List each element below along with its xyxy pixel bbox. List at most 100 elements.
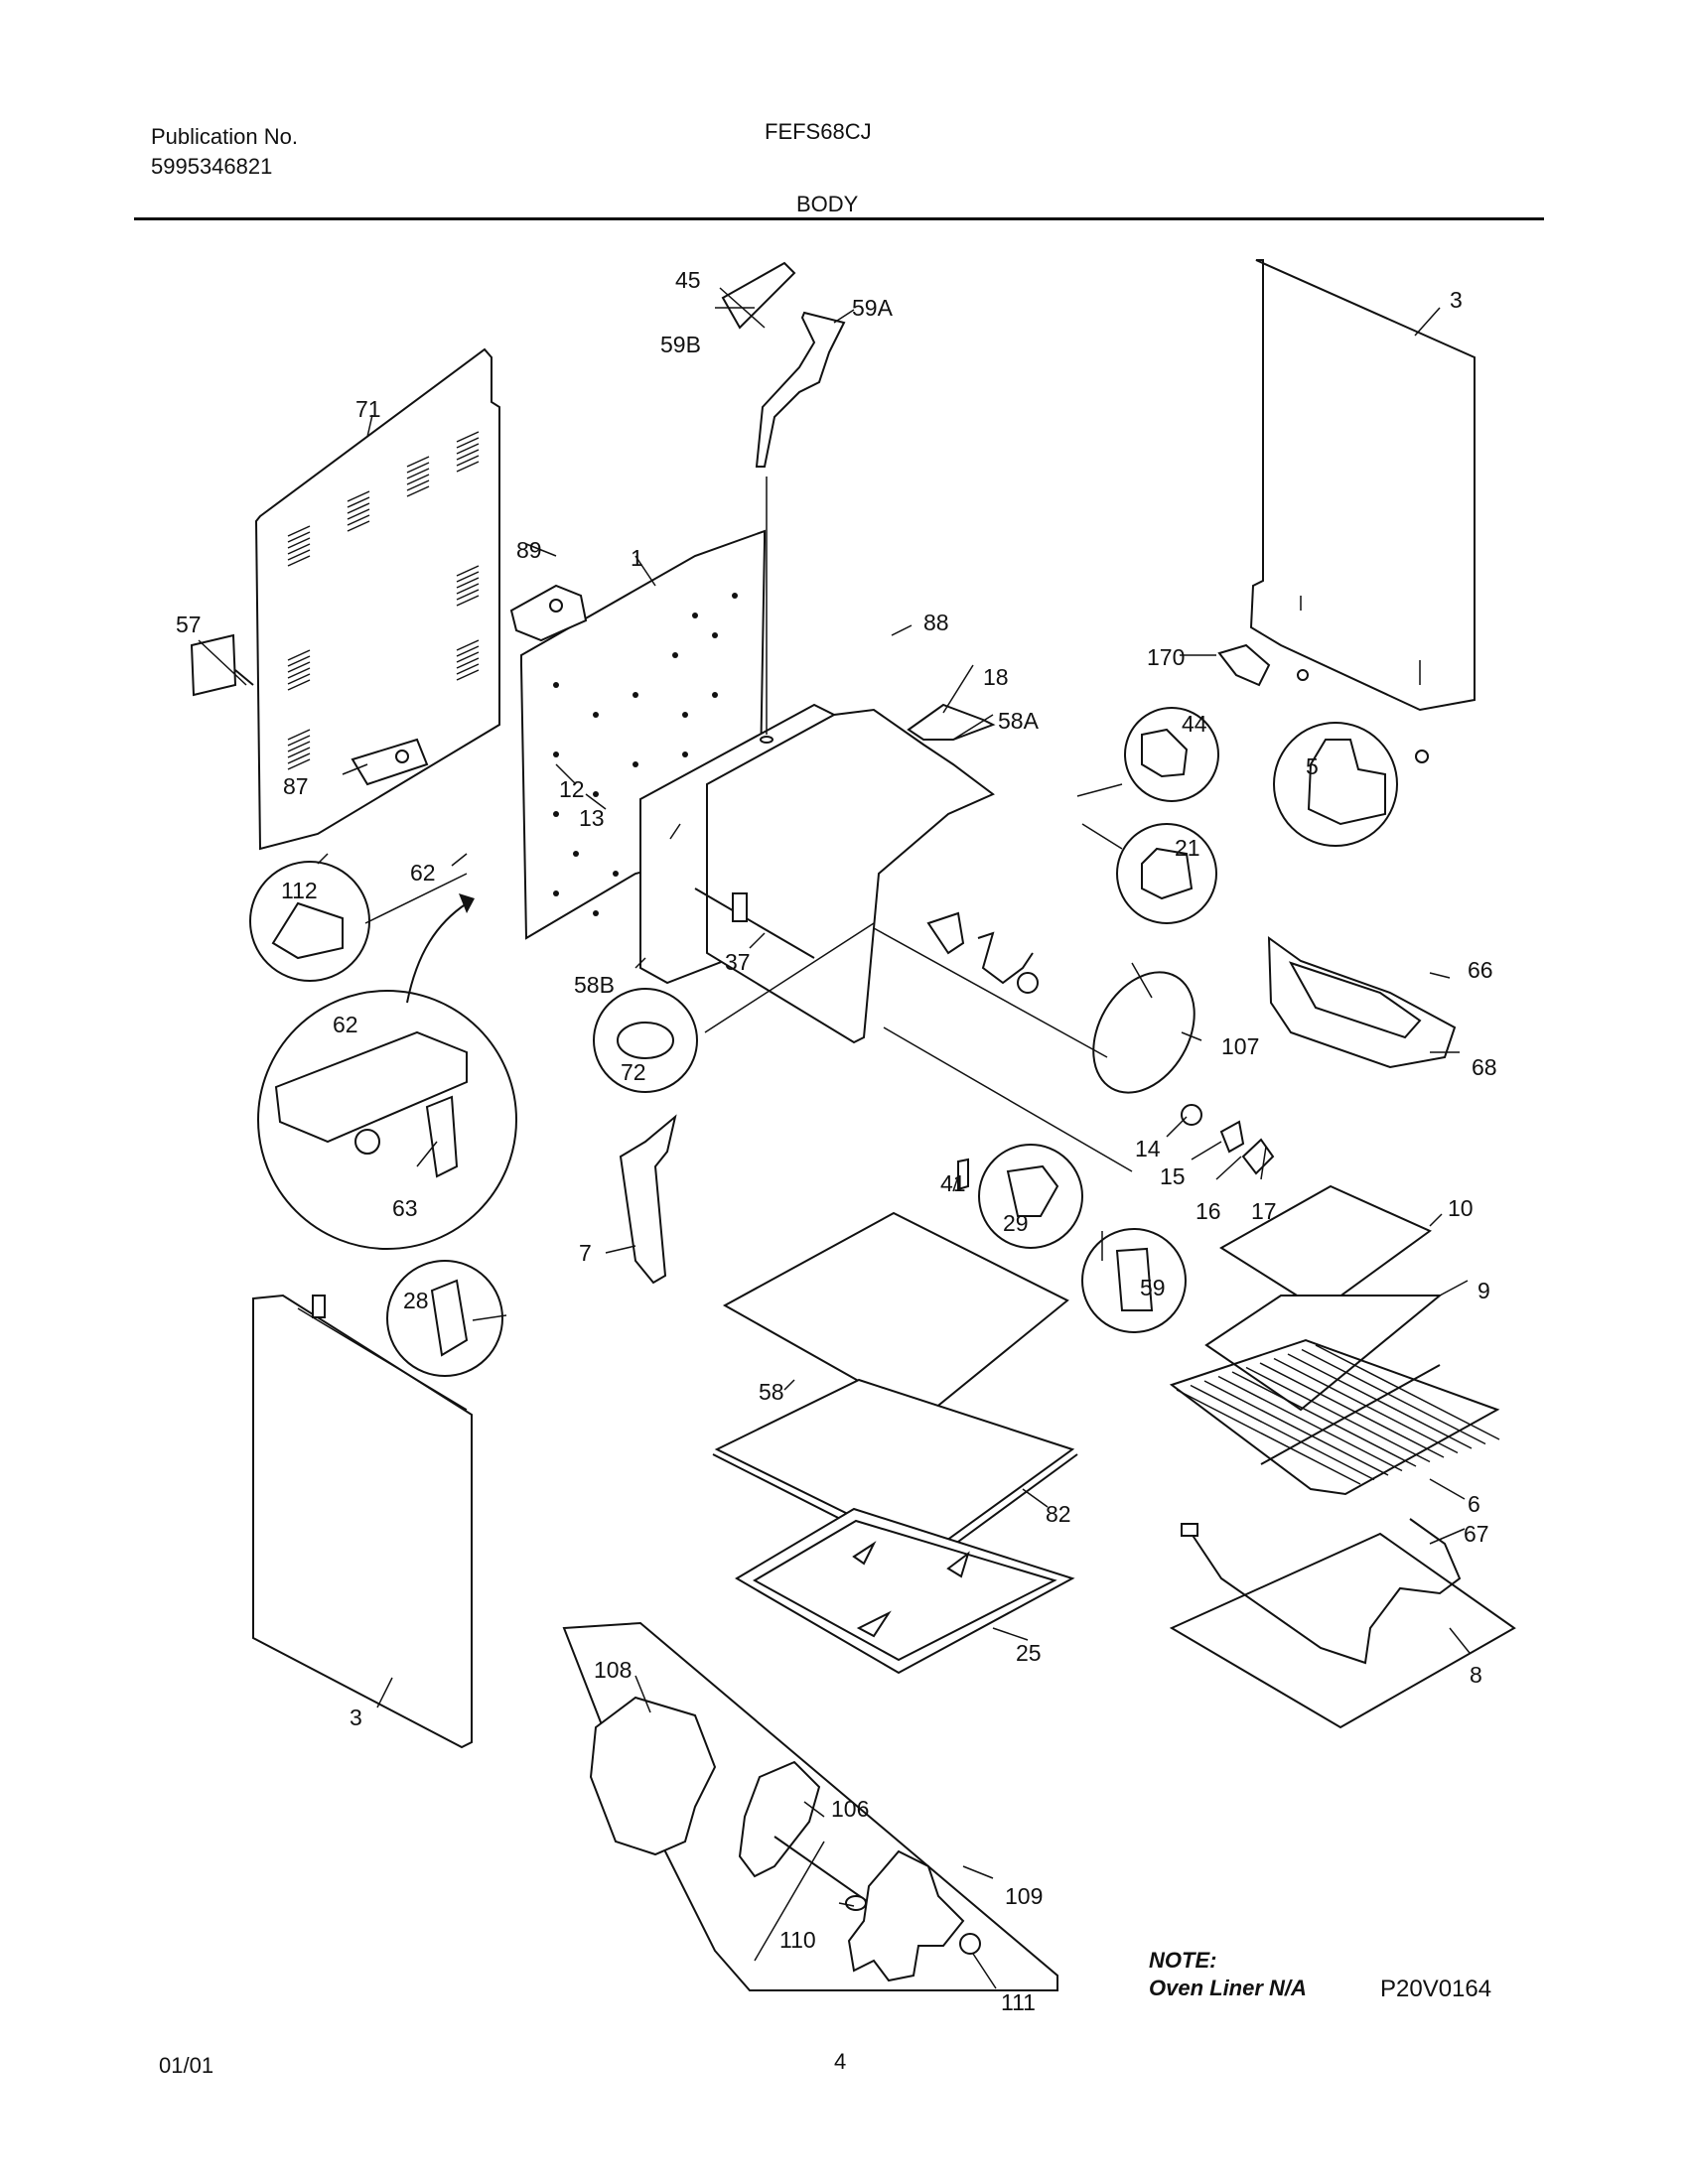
drawing-number: P20V0164	[1380, 1976, 1492, 2002]
part-label: 45	[675, 267, 701, 293]
header-rule	[134, 217, 1544, 220]
part-label: 21	[1175, 835, 1200, 861]
bracket-21	[1141, 847, 1194, 900]
oven-cavity	[639, 703, 995, 1044]
part-label: 17	[1251, 1198, 1277, 1224]
part-label: 58B	[574, 972, 615, 998]
part-label: 59	[1140, 1275, 1166, 1300]
part-label: 25	[1016, 1640, 1042, 1666]
part-37-probe	[694, 887, 815, 959]
part-label: 6	[1468, 1491, 1480, 1517]
callout-59	[1081, 1228, 1187, 1333]
part-label: 28	[403, 1288, 429, 1313]
part-label: 68	[1472, 1054, 1497, 1080]
callout-44	[1124, 707, 1219, 802]
part-label: 44	[1182, 711, 1207, 737]
bracket-112	[271, 901, 344, 960]
oven-rack	[1169, 1338, 1500, 1496]
callout-28	[386, 1260, 503, 1377]
clip-strip-62	[274, 1030, 468, 1144]
part-label: 18	[983, 664, 1009, 690]
part-label: 106	[831, 1796, 869, 1822]
side-panel-left	[252, 1294, 473, 1749]
thermostat-5	[1307, 739, 1386, 826]
callout-21	[1116, 823, 1217, 924]
part-89-bracket	[509, 584, 588, 642]
grommet	[354, 1129, 380, 1155]
callout-72	[593, 988, 698, 1093]
part-label: 109	[1005, 1883, 1043, 1909]
diffuser-plate	[1204, 1295, 1443, 1412]
part-label: 63	[392, 1195, 418, 1221]
part-label: 8	[1470, 1662, 1482, 1688]
part-label: 111	[1001, 1989, 1036, 2015]
part-label: 41	[940, 1170, 966, 1196]
part-170-clip	[1217, 643, 1429, 763]
oven-bottom	[735, 1507, 1075, 1675]
model-number: FEFS68CJ	[765, 119, 872, 144]
bake-element-assembly	[1169, 1518, 1516, 1729]
part-label: 59A	[852, 295, 894, 321]
part-label: 29	[1003, 1210, 1029, 1236]
side-panel-right	[1249, 259, 1476, 712]
top-cover-plate	[1219, 1184, 1432, 1312]
part-label: 10	[1448, 1195, 1474, 1221]
part-label: 112	[281, 878, 318, 903]
part-label: 170	[1147, 644, 1185, 670]
part-label: 108	[594, 1657, 632, 1683]
part-label: 71	[355, 396, 381, 422]
part-label: 9	[1477, 1278, 1490, 1303]
bracket-63	[425, 1095, 459, 1178]
part-label: 13	[579, 805, 605, 831]
part-57-bracket	[190, 633, 254, 697]
part-label: 62	[410, 860, 436, 886]
part-label: 72	[621, 1059, 646, 1085]
grommet-72	[617, 1022, 674, 1059]
note-heading: NOTE:	[1149, 1948, 1217, 1973]
part-label: 58A	[998, 708, 1040, 734]
part-label: 62	[333, 1012, 358, 1037]
callout-29	[978, 1144, 1083, 1249]
part-label: 87	[283, 773, 309, 799]
light-socket-assembly	[873, 911, 1133, 1172]
part-label: 37	[725, 949, 751, 975]
page-number: 4	[834, 2049, 847, 2074]
part-label: 58	[759, 1379, 784, 1405]
door-hinge	[619, 1114, 677, 1285]
back-panel	[254, 347, 500, 851]
part-label: 82	[1046, 1501, 1071, 1527]
part-label: 5	[1306, 753, 1319, 779]
part-label: 12	[559, 776, 585, 802]
socket-59	[1115, 1247, 1154, 1311]
part-label: 1	[631, 545, 643, 571]
knob-44	[1141, 728, 1189, 778]
part-87-bracket	[351, 738, 429, 786]
part-label: 16	[1196, 1198, 1221, 1224]
callout-62	[257, 990, 517, 1250]
part-label: 15	[1160, 1163, 1186, 1189]
part-label: 14	[1135, 1136, 1161, 1161]
part-label: 3	[350, 1705, 362, 1730]
part-label: 67	[1464, 1521, 1489, 1547]
part-label: 107	[1221, 1033, 1259, 1059]
part-41-clip	[957, 1158, 969, 1191]
vent-tube-assembly	[721, 261, 846, 744]
part-label: 59B	[660, 332, 701, 357]
light-lens	[1092, 971, 1275, 1175]
note-text: Oven Liner N/A	[1149, 1976, 1307, 2000]
part-label: 7	[579, 1240, 592, 1266]
publication-label: Publication No.	[151, 124, 298, 149]
publication-number: 5995346821	[151, 154, 273, 179]
arrow-curve	[406, 902, 468, 1004]
bracket-28	[430, 1279, 469, 1357]
clip-29	[1006, 1164, 1059, 1217]
broil-element	[1267, 936, 1457, 1069]
section-title: BODY	[796, 192, 859, 216]
part-label: 89	[516, 537, 542, 563]
part-label: 110	[779, 1927, 816, 1953]
footer-date: 01/01	[159, 2053, 214, 2078]
part-label: 57	[176, 612, 202, 637]
part-label: 66	[1468, 957, 1493, 983]
callout-5	[1273, 722, 1398, 847]
